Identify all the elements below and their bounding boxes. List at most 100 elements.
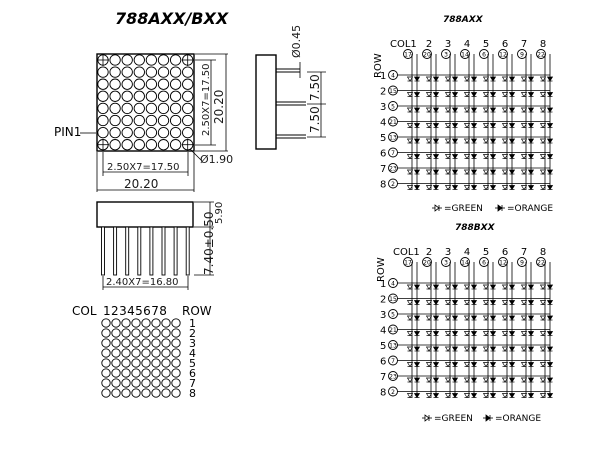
led-triangle <box>489 315 497 321</box>
orange-led-icon <box>451 346 459 352</box>
led-triangle <box>463 393 471 399</box>
orange-led-icon <box>489 393 497 399</box>
led-triangle <box>451 154 459 160</box>
orange-led-icon <box>508 300 516 306</box>
orange-led-icon <box>527 377 535 383</box>
led-triangle <box>482 92 490 98</box>
orange-led-icon <box>527 76 535 82</box>
schematic-b-row-label: ROW <box>376 257 387 282</box>
front-led-dot <box>157 78 170 90</box>
schematic-b-legend: =GREEN =ORANGE <box>422 414 541 424</box>
led-triangle <box>489 92 497 98</box>
orange-led-icon <box>527 300 535 306</box>
orange-led-icon <box>451 362 459 368</box>
led-triangle <box>527 107 535 113</box>
led-triangle <box>527 393 535 399</box>
led-triangle <box>482 185 490 191</box>
orange-led-icon <box>489 331 497 337</box>
led-triangle <box>451 300 459 306</box>
green-led-icon <box>539 185 547 191</box>
led-triangle <box>501 331 509 337</box>
led-triangle <box>546 331 554 337</box>
orange-led-icon <box>527 107 535 113</box>
col-pin-number: 17 <box>404 52 412 59</box>
orange-led-icon <box>470 315 478 321</box>
green-led-icon <box>463 346 471 352</box>
orange-led-icon <box>508 331 516 337</box>
orange-led-icon <box>413 123 421 129</box>
schematic-a-legend: =GREEN =ORANGE <box>432 204 553 214</box>
green-led-icon <box>406 393 414 399</box>
orange-led-icon <box>546 138 554 144</box>
led-triangle <box>406 76 414 82</box>
col-pin-circle <box>460 257 470 267</box>
led-triangle <box>413 393 421 399</box>
led-triangle <box>451 76 459 82</box>
row-number: 4 <box>380 326 386 337</box>
green-led-icon <box>482 154 490 160</box>
led-triangle <box>444 346 452 352</box>
led-triangle <box>451 138 459 144</box>
front-led-dot <box>169 139 182 151</box>
led-triangle <box>406 331 414 337</box>
led-triangle <box>539 154 547 160</box>
led-triangle <box>425 393 433 399</box>
dotmap-led-dot <box>121 328 131 338</box>
front-led-dot <box>133 90 145 102</box>
col-pin-number: 6 <box>482 52 486 59</box>
led-triangle <box>508 284 516 290</box>
col-pin-number: 22 <box>537 52 545 59</box>
orange-led-icon <box>413 76 421 82</box>
led-triangle <box>406 346 414 352</box>
orange-led-icon <box>527 393 535 399</box>
orange-led-icon <box>470 377 478 383</box>
front-led-dot <box>157 139 170 151</box>
led-triangle <box>539 138 547 144</box>
led-triangle <box>444 362 452 368</box>
legend-green: =GREEN <box>444 204 483 214</box>
led-triangle <box>444 377 452 383</box>
led-triangle <box>527 154 535 160</box>
orange-led-icon <box>451 154 459 160</box>
led-triangle <box>432 393 440 399</box>
col-pin-number: 3 <box>444 260 448 267</box>
dotmap-row-number: 5 <box>189 357 196 370</box>
led-triangle <box>470 92 478 98</box>
led-triangle <box>520 284 528 290</box>
led-triangle <box>527 315 535 321</box>
led-triangle <box>546 154 554 160</box>
led-triangle <box>470 362 478 368</box>
green-led-icon <box>501 123 509 129</box>
dotmap-row-numbers: 12345678 <box>189 317 196 400</box>
led-triangle <box>520 154 528 160</box>
orange-led-icon <box>527 284 535 290</box>
green-led-icon <box>444 123 452 129</box>
green-led-icon <box>501 331 509 337</box>
col-pin-number: 20 <box>423 52 431 59</box>
led-triangle <box>451 284 459 290</box>
led-triangle <box>432 284 440 290</box>
row-number: 8 <box>380 388 386 399</box>
orange-led-icon <box>470 362 478 368</box>
led-triangle <box>432 315 440 321</box>
led-triangle <box>520 76 528 82</box>
led-triangle <box>406 377 414 383</box>
led-triangle <box>501 138 509 144</box>
dotmap-led-dot <box>171 338 181 348</box>
dotmap-col-label: COL <box>72 304 97 318</box>
led-triangle <box>546 76 554 82</box>
orange-led-icon <box>432 393 440 399</box>
led-triangle <box>463 362 471 368</box>
col-pin-number: 9 <box>520 260 524 267</box>
led-triangle <box>470 393 478 399</box>
led-triangle <box>489 362 497 368</box>
front-led-dot <box>109 114 121 127</box>
green-led-icon <box>425 377 433 383</box>
orange-led-icon <box>451 315 459 321</box>
green-led-icon <box>539 331 547 337</box>
dotmap-led-dot <box>131 318 141 328</box>
col-pin-circle <box>498 49 508 59</box>
green-led-icon <box>520 377 528 383</box>
led-triangle <box>463 107 471 113</box>
